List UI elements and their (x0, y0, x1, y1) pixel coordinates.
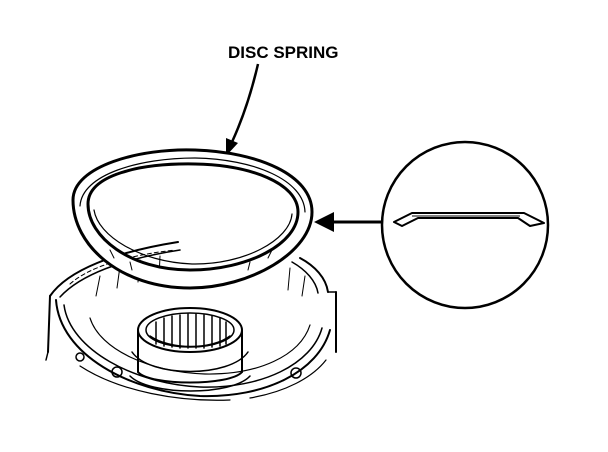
disc-spring (71, 148, 314, 290)
cross-section-detail (380, 140, 550, 310)
detail-pointer-arrow (314, 212, 388, 232)
clutch-drum (45, 241, 337, 401)
label-leader-arrow (226, 63, 260, 156)
disc-spring-label: DISC SPRING (228, 43, 339, 62)
splined-hub (129, 307, 251, 392)
